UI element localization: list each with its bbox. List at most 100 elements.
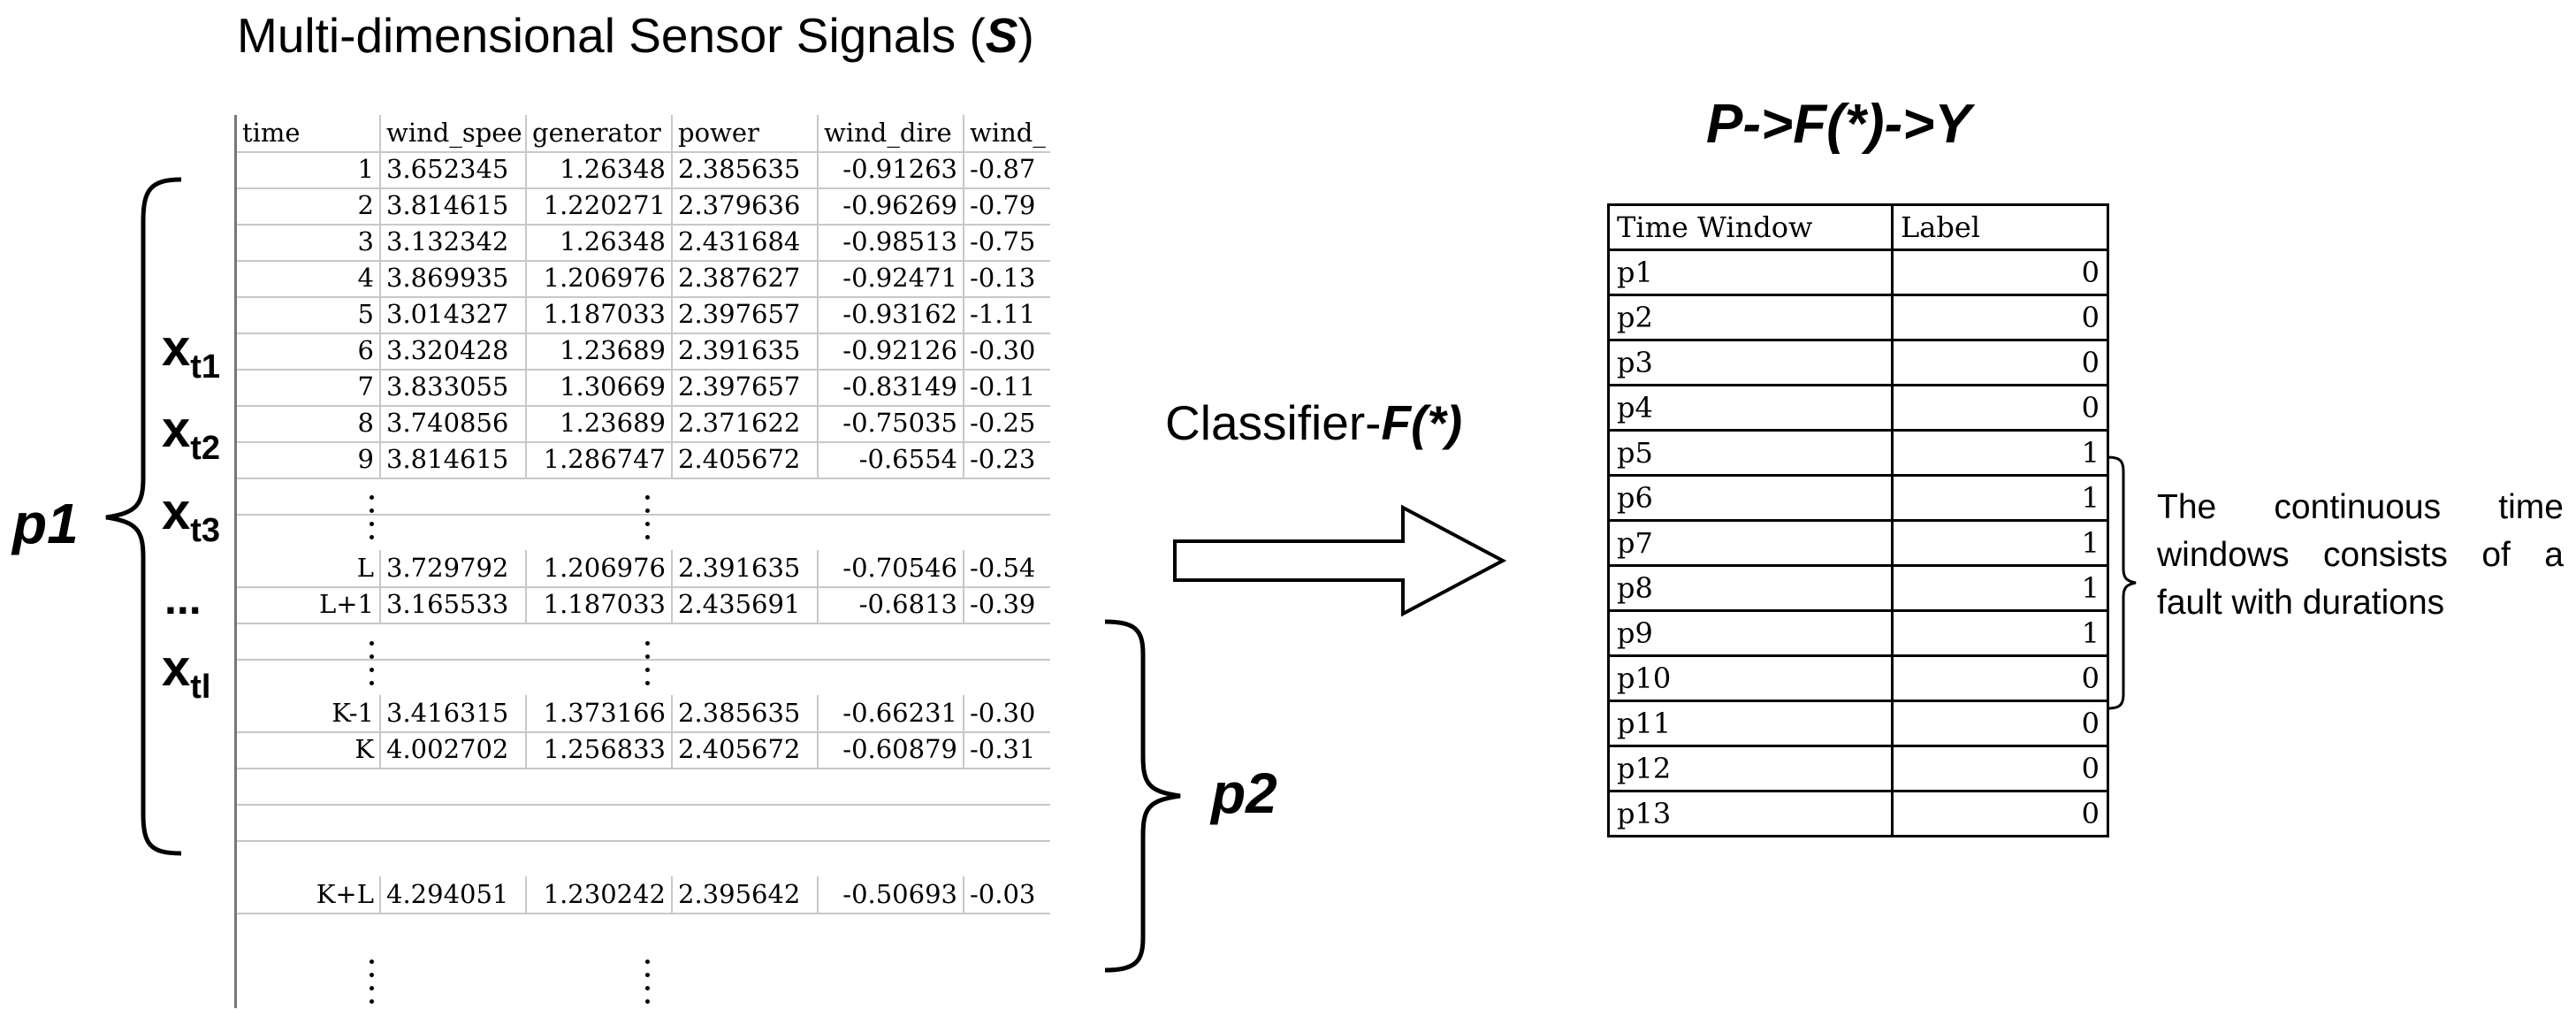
vertical-ellipsis-icon	[642, 641, 652, 694]
fault-brace-icon	[2107, 455, 2137, 710]
x-t1-sub: t1	[190, 348, 221, 386]
vertical-ellipsis-icon	[366, 641, 377, 694]
x-t3-sub: t3	[190, 512, 221, 549]
sensor-cell: -0.6813	[819, 586, 964, 623]
sensor-cell: 3	[237, 224, 381, 260]
header-cell: wind_dire	[819, 115, 964, 151]
ellipsis-label: ...	[164, 574, 202, 623]
sensor-cell: 4.002702	[381, 731, 527, 768]
sensor-cell: 4	[237, 260, 381, 296]
sensor-cell: -0.50693	[819, 876, 964, 913]
sensor-cell: 1.206976	[527, 550, 673, 586]
sensor-cell: 3.014327	[381, 296, 527, 333]
time-window-cell: p8	[1607, 564, 1894, 612]
blank-row	[237, 840, 1050, 876]
label-cell: 1	[1891, 429, 2109, 477]
x-t2-label: xt2	[162, 401, 221, 467]
label-cell: 1	[1891, 519, 2109, 567]
time-window-cell: p9	[1607, 609, 1894, 657]
vertical-ellipsis-icon	[366, 960, 377, 1013]
vertical-ellipsis-icon	[642, 495, 652, 548]
sensor-cell: 1.230242	[527, 876, 673, 913]
header-cell: wind_	[970, 118, 1046, 148]
p2-label: p2	[1211, 761, 1277, 825]
sensor-cell: 2.385635	[673, 151, 819, 187]
sensor-cell: 3.869935	[381, 260, 527, 296]
label-cell: 0	[1891, 249, 2109, 296]
sensor-cell: 1	[237, 151, 381, 187]
blank-row	[237, 478, 1050, 516]
sensor-cell: -0.70546	[819, 550, 964, 586]
label-cell: 0	[1891, 654, 2109, 702]
fault-annotation: The continuous time windows consists of …	[2157, 488, 2564, 622]
sensor-cell: 2.387627	[673, 260, 819, 296]
sensor-cell: 3.165533	[381, 586, 527, 623]
sensor-cell: 3.814615	[381, 187, 527, 224]
header-time-window: Time Window	[1607, 203, 1894, 251]
label-cell: 0	[1891, 700, 2109, 747]
time-window-cell: p11	[1607, 700, 1894, 747]
blank-row	[237, 804, 1050, 842]
title-close: )	[1017, 8, 1034, 63]
p1-brace-icon	[105, 177, 182, 856]
sensor-cell: 5	[237, 296, 381, 333]
sensor-cell: L+1	[237, 586, 381, 623]
sensor-cell: 2.379636	[673, 187, 819, 224]
sensor-cell: -0.31	[970, 734, 1036, 764]
sensor-cell: 3.740856	[381, 405, 527, 441]
x-tl-sub: tl	[190, 669, 211, 706]
label-header-row: Time Window Label	[1607, 203, 2109, 251]
label-cell: 0	[1891, 384, 2109, 432]
sensor-cell: K-1	[237, 695, 381, 731]
sensor-cell: 3.729792	[381, 550, 527, 586]
sensor-cell: 1.187033	[527, 296, 673, 333]
label-cell: 1	[1891, 474, 2109, 522]
sensor-signals-title: Multi-dimensional Sensor Signals (S)	[237, 7, 1034, 64]
sensor-cell: -0.93162	[819, 296, 964, 333]
sensor-cell: 3.416315	[381, 695, 527, 731]
label-cell: 0	[1891, 339, 2109, 386]
sensor-cell: -0.54	[970, 553, 1036, 583]
time-window-cell: p5	[1607, 429, 1894, 477]
sensor-cell: 2.391635	[673, 333, 819, 369]
p1-label: p1	[12, 492, 79, 555]
sensor-cell: 3.320428	[381, 333, 527, 369]
sensor-cell: -0.30	[970, 335, 1036, 365]
sensor-cell: 3.132342	[381, 224, 527, 260]
sensor-cell: 1.220271	[527, 187, 673, 224]
sensor-cell: 9	[237, 441, 381, 478]
header-label: Label	[1891, 203, 2109, 251]
sensor-cell: -0.03	[970, 879, 1036, 909]
sensor-cell: 2	[237, 187, 381, 224]
sensor-cell: -0.92471	[819, 260, 964, 296]
sensor-cell: 2.435691	[673, 586, 819, 623]
sensor-cell: 2.397657	[673, 369, 819, 405]
classifier-label: Classifier-F(*)	[1165, 394, 1462, 451]
sensor-cell: -1.11	[970, 299, 1036, 329]
sensor-cell: -0.92126	[819, 333, 964, 369]
sensor-cell: -0.30	[970, 698, 1036, 728]
sensor-cell: 1.187033	[527, 586, 673, 623]
sensor-cell: -0.75	[970, 226, 1036, 256]
sensor-cell: -0.75035	[819, 405, 964, 441]
sensor-cell: -0.79	[970, 190, 1036, 220]
header-cell: time	[237, 115, 381, 151]
time-window-cell: p1	[1607, 249, 1894, 296]
sensor-cell: 7	[237, 369, 381, 405]
x-t3-label: xt3	[162, 483, 221, 549]
